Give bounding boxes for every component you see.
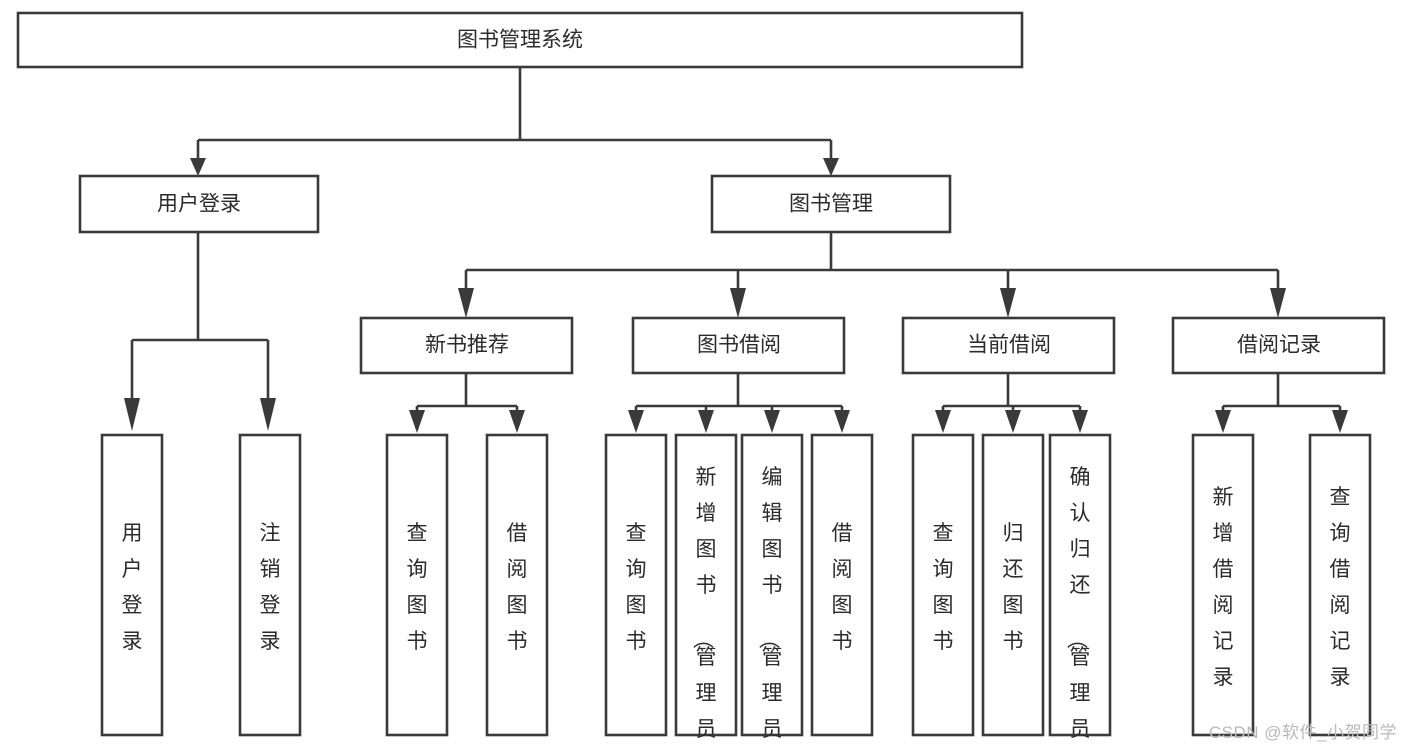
node-new-book-recommend-label: 新书推荐 <box>425 334 509 357</box>
leaf-borrow-borrow-book[interactable]: 借阅图书 <box>810 433 874 737</box>
leaf-borrow-edit-book-label: 编辑图书（管理员） <box>757 466 783 747</box>
arrowhead-current-leaf-2 <box>1005 410 1021 433</box>
leaf-current-query-book-label: 查询图书 <box>933 522 954 653</box>
node-new-book-recommend-box[interactable] <box>359 316 574 375</box>
node-root-box[interactable] <box>16 11 1024 69</box>
csdn-watermark: CSDN @软件_小贺同学 <box>1208 723 1397 742</box>
arrowhead-leaf-user-login <box>124 398 140 431</box>
leaf-current-confirm-return-box[interactable] <box>1048 433 1112 737</box>
arrowhead-current-leaf-3 <box>1072 410 1088 433</box>
leaf-current-return-book[interactable]: 归还图书 <box>981 433 1045 737</box>
leaf-borrow-add-book[interactable]: 新增图书（管理员） <box>674 433 738 747</box>
arrowhead-current-borrow <box>1000 288 1016 318</box>
leaf-newbooks-borrow-book-label: 借阅图书 <box>507 522 528 653</box>
node-book-borrow-label: 图书借阅 <box>697 334 781 357</box>
arrowhead-borrow-leaf-3 <box>764 410 780 433</box>
leaf-logout-box[interactable] <box>238 433 302 737</box>
node-user-login-label: 用户登录 <box>157 193 241 216</box>
leaf-user-login-box[interactable] <box>100 433 164 737</box>
node-book-management-label: 图书管理 <box>789 193 873 216</box>
leaf-borrow-borrow-book-label: 借阅图书 <box>832 522 853 653</box>
leaf-user-login[interactable]: 用户登录 <box>100 433 164 737</box>
arrowhead-records-leaf-2 <box>1332 410 1348 433</box>
node-current-borrow[interactable]: 当前借阅 <box>901 316 1116 375</box>
leaf-newbooks-query-book[interactable]: 查询图书 <box>385 433 449 737</box>
arrowhead-records-leaf-1 <box>1215 410 1231 433</box>
arrowhead-book-manage <box>823 158 839 176</box>
node-new-book-recommend[interactable]: 新书推荐 <box>359 316 574 375</box>
leaf-current-query-book[interactable]: 查询图书 <box>911 433 975 737</box>
arrowhead-leaf-logout <box>260 398 276 431</box>
node-borrow-records-box[interactable] <box>1171 316 1386 375</box>
node-user-login-box[interactable] <box>78 174 320 234</box>
leaf-borrow-query-book[interactable]: 查询图书 <box>604 433 668 737</box>
node-book-borrow[interactable]: 图书借阅 <box>631 316 846 375</box>
arrowhead-borrow-leaf-2 <box>698 410 714 433</box>
leaf-borrow-query-book-box[interactable] <box>604 433 668 737</box>
leaf-borrow-add-book-label: 新增图书（管理员） <box>691 466 717 747</box>
arrowhead-user-login <box>190 158 206 176</box>
node-book-management[interactable]: 图书管理 <box>710 174 952 234</box>
node-borrow-records-label: 借阅记录 <box>1237 334 1321 357</box>
leaf-current-return-book-box[interactable] <box>981 433 1045 737</box>
leaf-borrow-edit-book-box[interactable] <box>740 433 804 737</box>
node-borrow-records[interactable]: 借阅记录 <box>1171 316 1386 375</box>
leaf-records-add-record-label: 新增借阅记录 <box>1213 486 1234 689</box>
connector-layer <box>124 67 1348 433</box>
node-current-borrow-box[interactable] <box>901 316 1116 375</box>
arrowhead-newbooks-leaf-1 <box>409 410 425 433</box>
arrowhead-borrow-leaf-1 <box>628 410 644 433</box>
node-book-borrow-box[interactable] <box>631 316 846 375</box>
leaf-newbooks-borrow-book-box[interactable] <box>485 433 549 737</box>
leaf-logout-label: 注销登录 <box>260 522 281 653</box>
arrowhead-newbooks-leaf-2 <box>509 410 525 433</box>
leaf-records-add-record[interactable]: 新增借阅记录 <box>1191 433 1255 737</box>
leaf-records-query-record-box[interactable] <box>1308 433 1372 737</box>
leaf-current-return-book-label: 归还图书 <box>1003 522 1024 653</box>
leaf-borrow-query-book-label: 查询图书 <box>626 522 647 653</box>
node-book-management-box[interactable] <box>710 174 952 234</box>
node-root-label: 图书管理系统 <box>457 29 583 52</box>
leaf-newbooks-query-book-box[interactable] <box>385 433 449 737</box>
leaf-user-login-label: 用户登录 <box>122 522 143 653</box>
leaf-borrow-edit-book[interactable]: 编辑图书（管理员） <box>740 433 804 747</box>
node-current-borrow-label: 当前借阅 <box>967 334 1051 357</box>
leaf-borrow-add-book-box[interactable] <box>674 433 738 737</box>
arrowhead-new-books <box>458 288 474 318</box>
arrowhead-current-leaf-1 <box>935 410 951 433</box>
leaf-records-query-record[interactable]: 查询借阅记录 <box>1308 433 1372 737</box>
arrowhead-borrow-books <box>730 288 746 318</box>
arrowhead-borrow-records <box>1270 288 1286 318</box>
leaf-borrow-borrow-book-box[interactable] <box>810 433 874 737</box>
leaf-newbooks-borrow-book[interactable]: 借阅图书 <box>485 433 549 737</box>
node-user-login[interactable]: 用户登录 <box>78 174 320 234</box>
arrowhead-borrow-leaf-4 <box>834 410 850 433</box>
leaf-newbooks-query-book-label: 查询图书 <box>407 522 428 653</box>
leaf-records-add-record-box[interactable] <box>1191 433 1255 737</box>
node-root[interactable]: 图书管理系统 <box>16 11 1024 69</box>
leaf-current-confirm-return[interactable]: 确认归还（管理员） <box>1048 433 1112 747</box>
leaf-logout[interactable]: 注销登录 <box>238 433 302 737</box>
leaf-records-query-record-label: 查询借阅记录 <box>1330 486 1351 689</box>
leaf-current-query-book-box[interactable] <box>911 433 975 737</box>
leaf-current-confirm-return-label: 确认归还（管理员） <box>1065 466 1091 747</box>
